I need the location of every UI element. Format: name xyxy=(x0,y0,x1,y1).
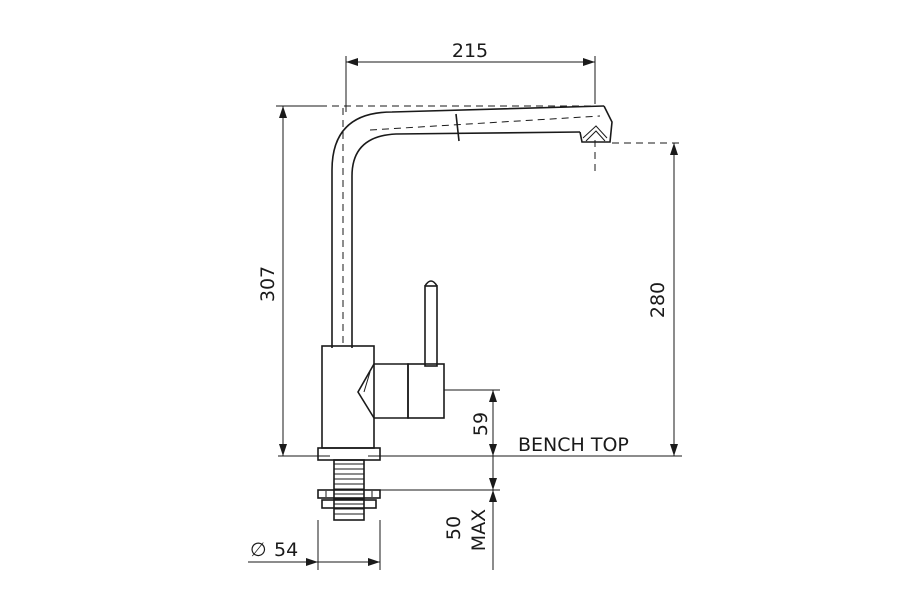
tap-base-fixing xyxy=(317,447,381,521)
diameter-symbol: ∅ xyxy=(250,539,267,561)
bench-top-label: BENCH TOP xyxy=(518,434,629,456)
dimension-max-label: MAX xyxy=(468,509,490,551)
dimension-215-label: 215 xyxy=(452,40,488,62)
dimension-307-label: 307 xyxy=(257,266,279,302)
dimension-307 xyxy=(279,106,287,456)
dimension-215 xyxy=(346,58,595,66)
dimension-280-label: 280 xyxy=(647,282,669,318)
dimension-50-max xyxy=(489,456,497,570)
dimension-280 xyxy=(670,143,678,456)
tap-body xyxy=(331,105,613,348)
dimension-50-label: 50 xyxy=(443,516,465,540)
dimension-54-label: 54 xyxy=(274,539,298,561)
dimension-59 xyxy=(489,390,497,456)
tap-mixer-block xyxy=(321,280,445,449)
dimension-59-label: 59 xyxy=(470,412,492,436)
dimension-diameter-54 xyxy=(248,558,380,566)
